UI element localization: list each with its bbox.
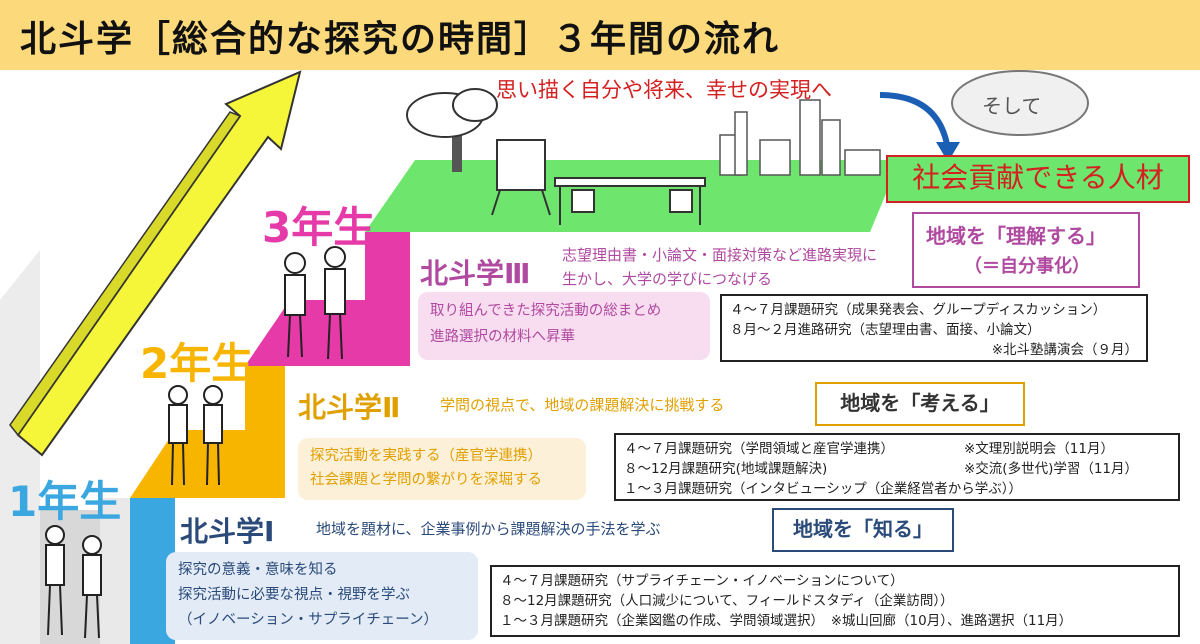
year1-schedule-row: ４～７月課題研究（サプライチェーン・イノベーションについて） (500, 573, 904, 589)
step-year2-top (130, 430, 245, 498)
year2-schedule: ４～７月課題研究（学問領域と産官学連携） ※文理別説明会（11月） ８～12月課… (614, 433, 1180, 501)
students-year1-icon (45, 525, 102, 639)
growth-arrow (16, 70, 302, 457)
year3-desc-line1: 志望理由書・小論文・面接対策など進路実現に (562, 246, 878, 264)
year1-summary-line3: （イノベーション・サプライチェーン） (178, 612, 438, 628)
year3-schedule: ４～７月課題研究（成果発表会、グループディスカッション） ８月～２月進路研究（志… (720, 294, 1148, 362)
year1-schedule: ４～７月課題研究（サプライチェーン・イノベーションについて） ８～12月課題研究… (490, 565, 1180, 637)
course-year3: 北斗学Ⅲ (420, 257, 531, 290)
year2-schedule-row: １～３月課題研究（インタビューシップ（企業経営者から学ぶ）） (624, 481, 1022, 497)
year1-desc: 地域を題材に、企業事例から課題解決の手法を学ぶ (316, 520, 661, 538)
title-bar (0, 0, 1200, 70)
year2-goal-box: 地域を「考える」 (815, 382, 1025, 426)
year1-schedule-row: ８～12月課題研究（人口減少について、フィールドスタディ（企業訪問）） (500, 593, 954, 609)
year1-summary-line1: 探究の意義・意味を知る (178, 562, 338, 578)
course-year2: 北斗学Ⅱ (298, 391, 401, 424)
curved-arrow (879, 92, 951, 151)
year2-label: 2年生 (140, 339, 254, 388)
year2-desc: 学問の視点で、地域の課題解決に挑戦する (440, 396, 725, 414)
whiteboard-icon (491, 139, 551, 216)
year3-schedule-row: ※北斗塾講演会（９月） (991, 342, 1138, 358)
soshite-bubble (951, 70, 1089, 136)
city-skyline-icon (719, 99, 881, 176)
step-year3-top (245, 300, 380, 366)
year2-summary-line2: 社会課題と学問の繋がりを深堀する (310, 472, 542, 488)
year3-label: 3年生 (262, 203, 376, 252)
students-year2-icon (168, 385, 223, 486)
year3-goal-line1: 地域を「理解する」 (926, 224, 1106, 248)
year1-label: 1年生 (8, 477, 122, 526)
desk-icon (554, 177, 706, 225)
step-year3 (365, 232, 410, 366)
soshite-text: そして (982, 94, 1042, 118)
page-title: 北斗学［総合的な探究の時間］３年間の流れ (20, 19, 781, 60)
year2-schedule-row: ８～12月課題研究(地域課題解決) ※交流(多世代)学習（11月） (624, 461, 1139, 477)
year3-summary: 取り組んできた探究活動の総まとめ 進路選択の材料へ昇華 (418, 292, 710, 360)
year3-desc-line2: 生かし、大学の学びにつなげる (562, 270, 773, 288)
year3-schedule-row: ４～７月課題研究（成果発表会、グループディスカッション） (730, 302, 1107, 318)
step-year2 (245, 366, 285, 498)
year1-goal-box: 地域を「知る」 (772, 508, 954, 552)
year2-summary: 探究活動を実践する（産官学連携） 社会課題と学問の繋がりを深堀する (298, 438, 586, 500)
course-year1: 北斗学Ⅰ (180, 515, 275, 548)
year1-summary-line2: 探究活動に必要な視点・視野を学ぶ (178, 587, 410, 603)
step-year1 (130, 498, 175, 644)
students-year3-icon (284, 246, 346, 360)
year3-summary-line1: 取り組んできた探究活動の総まとめ (430, 303, 662, 319)
year3-schedule-row: ８月～２月進路研究（志望理由書、面接、小論文） (730, 322, 1041, 338)
year3-goal-box: 地域を「理解する」 （＝自分事化） (912, 212, 1140, 288)
outcome-box: 社会貢献できる人材 (886, 155, 1190, 203)
year3-summary-line2: 進路選択の材料へ昇華 (430, 329, 575, 345)
year1-summary: 探究の意義・意味を知る 探究活動に必要な視点・視野を学ぶ （イノベーション・サプ… (166, 552, 478, 640)
tree-icon (406, 88, 498, 172)
year2-summary-line1: 探究活動を実践する（産官学連携） (310, 448, 542, 464)
top-message: 思い描く自分や将来、幸せの実現へ (496, 78, 832, 102)
year2-schedule-row: ４～７月課題研究（学問領域と産官学連携） ※文理別説明会（11月） (624, 441, 1114, 457)
year3-goal-line2: （＝自分事化） (964, 256, 1090, 277)
year1-schedule-row: １～３月課題研究（企業図鑑の作成、学問領域選択） ※城山回廊（10月）、進路選択… (500, 613, 1073, 629)
